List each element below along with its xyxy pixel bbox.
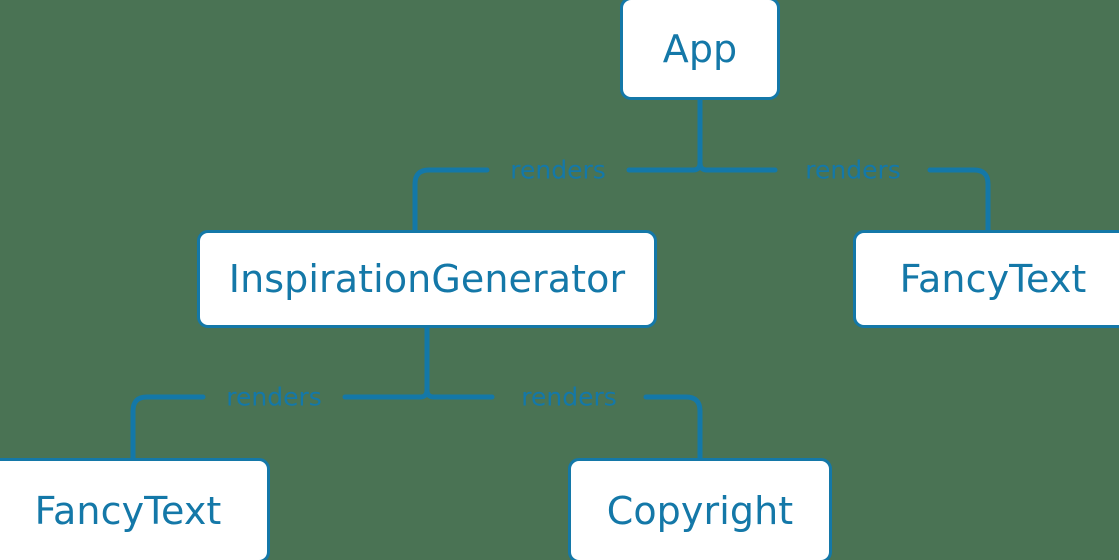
edge-label-app-to-fancy-text: renders xyxy=(805,155,901,185)
node-inspiration-generator[interactable]: InspirationGenerator xyxy=(197,230,657,328)
node-inspiration-generator-label: InspirationGenerator xyxy=(228,257,626,301)
node-fancy-text-bottom-label: FancyText xyxy=(34,488,222,533)
node-fancy-text-bottom[interactable]: FancyText xyxy=(0,458,270,560)
edge-app-to-fancytext-elbow xyxy=(927,167,991,233)
edge-ig-stem xyxy=(424,325,437,400)
edge-ig-to-copyright-elbow xyxy=(643,394,703,461)
edge-ig-stem-left xyxy=(417,387,430,400)
edge-label-app-to-inspiration-generator: renders xyxy=(510,155,606,185)
node-fancy-text-right[interactable]: FancyText xyxy=(853,230,1119,328)
edge-label-ig-to-copyright: renders xyxy=(521,382,617,412)
edge-app-stem xyxy=(697,97,710,173)
node-copyright[interactable]: Copyright xyxy=(568,458,832,560)
node-app-label: App xyxy=(662,26,738,71)
node-app[interactable]: App xyxy=(620,0,780,100)
edge-app-stem-left xyxy=(690,160,703,173)
node-fancy-text-right-label: FancyText xyxy=(899,257,1087,301)
node-copyright-label: Copyright xyxy=(606,488,794,533)
edge-app-to-inspiration-elbow xyxy=(412,167,490,233)
edge-label-ig-to-fancy-text: renders xyxy=(226,382,322,412)
edge-ig-to-fancytext-elbow xyxy=(130,394,206,461)
